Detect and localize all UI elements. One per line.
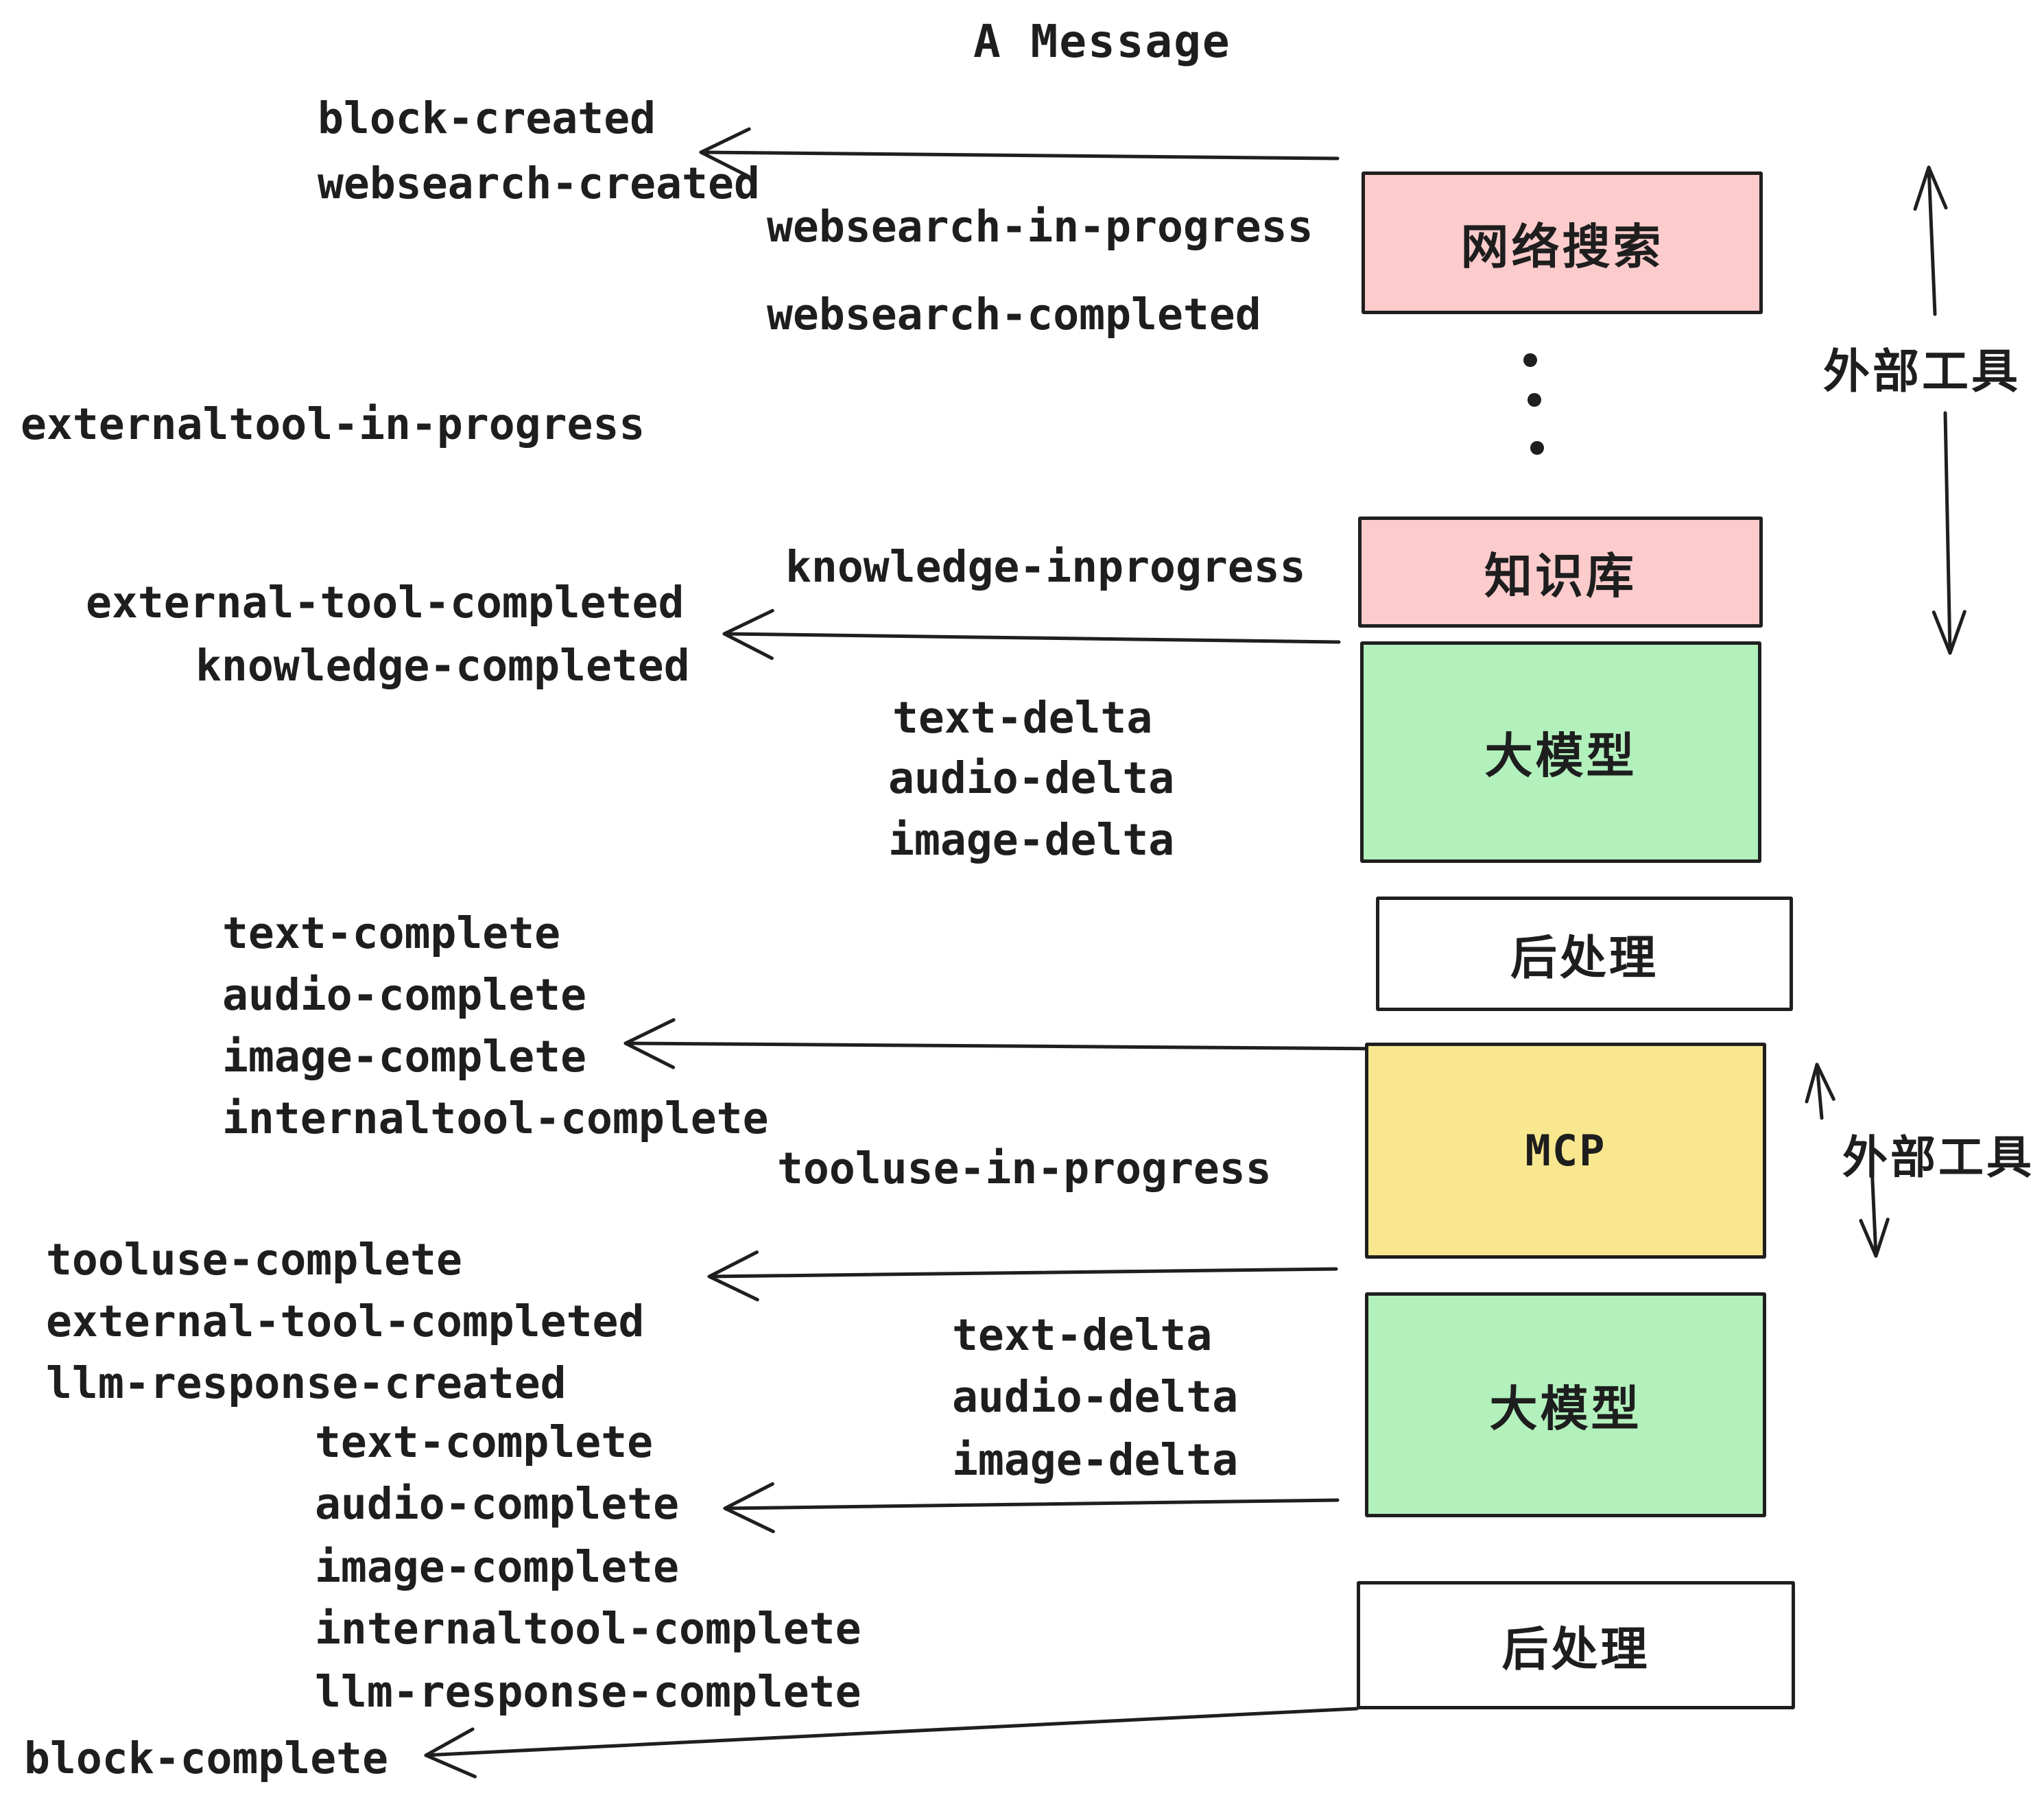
arrow-to-block-complete — [424, 1707, 1359, 1779]
arrow-to-knowledge-completed — [722, 608, 1341, 661]
arrow-to-image-complete — [623, 1018, 1388, 1069]
event-label-tooluse-complete: tooluse-complete — [46, 1235, 462, 1285]
event-label-text-complete-2: text-complete — [315, 1417, 654, 1467]
event-label-text-complete: text-complete — [222, 908, 561, 958]
arrow-to-audio-complete — [723, 1482, 1340, 1534]
node-postprocess-2: 后处理 — [1357, 1581, 1795, 1709]
node-postprocess-2-label: 后处理 — [1501, 1624, 1650, 1676]
event-label-internaltool-complete: internaltool-complete — [222, 1093, 769, 1143]
event-label-internaltool-complete-2: internaltool-complete — [315, 1604, 861, 1654]
event-label-externaltool-in-progress: externaltool-in-progress — [21, 399, 645, 449]
external-tools-annotation-1: 外部工具 — [1823, 346, 2021, 398]
node-knowledge: 知识库 — [1358, 517, 1763, 628]
event-label-image-delta: image-delta — [888, 815, 1175, 865]
node-llm-1-label: 大模型 — [1484, 729, 1637, 783]
node-llm-1: 大模型 — [1360, 641, 1761, 863]
event-label-audio-delta-2: audio-delta — [952, 1372, 1239, 1422]
event-label-audio-delta: audio-delta — [888, 753, 1175, 803]
event-label-external-tool-completed-2: external-tool-completed — [46, 1296, 645, 1346]
node-mcp-label: MCP — [1525, 1126, 1606, 1176]
event-label-knowledge-completed: knowledge-completed — [195, 641, 690, 691]
node-postprocess-1-label: 后处理 — [1510, 932, 1659, 984]
node-llm-2-label: 大模型 — [1489, 1381, 1642, 1436]
event-label-external-tool-completed: external-tool-completed — [86, 578, 685, 628]
external-tool-down-arrow-2 — [1859, 1164, 1890, 1258]
arrow-to-websearch-created — [699, 127, 1340, 178]
external-tool-up-arrow-2 — [1805, 1063, 1835, 1120]
event-label-image-delta-2: image-delta — [952, 1435, 1239, 1485]
external-tools-annotation-2: 外部工具 — [1842, 1132, 2034, 1183]
event-label-tooluse-in-progress: tooluse-in-progress — [777, 1143, 1272, 1194]
event-label-image-complete-2: image-complete — [315, 1542, 680, 1592]
event-label-audio-complete-2: audio-complete — [315, 1479, 680, 1529]
event-label-websearch-created: websearch-created — [318, 158, 760, 209]
ellipsis-dot — [1523, 353, 1537, 367]
ellipsis-dot — [1530, 441, 1544, 455]
ellipsis-dot — [1528, 393, 1541, 407]
node-postprocess-1: 后处理 — [1376, 897, 1793, 1011]
node-websearch: 网络搜索 — [1362, 171, 1763, 314]
node-websearch-label: 网络搜索 — [1460, 219, 1664, 274]
event-label-text-delta: text-delta — [892, 693, 1153, 743]
event-label-block-complete: block-complete — [24, 1733, 389, 1783]
arrow-to-tooluse-complete — [707, 1250, 1338, 1302]
event-label-websearch-completed: websearch-completed — [767, 289, 1261, 340]
diagram-title: A Message — [973, 15, 1231, 68]
event-label-websearch-in-progress: websearch-in-progress — [767, 202, 1314, 252]
event-label-knowledge-inprogress: knowledge-inprogress — [785, 542, 1306, 592]
event-label-block-created: block-created — [318, 93, 656, 143]
event-label-llm-response-complete: llm-response-complete — [315, 1667, 861, 1717]
external-tool-up-arrow-1 — [1913, 165, 1948, 316]
event-label-llm-response-created: llm-response-created — [46, 1358, 567, 1408]
event-label-image-complete: image-complete — [222, 1032, 587, 1082]
external-tool-down-arrow-1 — [1932, 411, 1966, 655]
node-llm-2: 大模型 — [1365, 1292, 1766, 1517]
node-mcp: MCP — [1365, 1043, 1766, 1259]
event-label-audio-complete: audio-complete — [222, 970, 587, 1020]
event-label-text-delta-2: text-delta — [952, 1310, 1213, 1360]
node-knowledge-label: 知识库 — [1484, 549, 1637, 603]
